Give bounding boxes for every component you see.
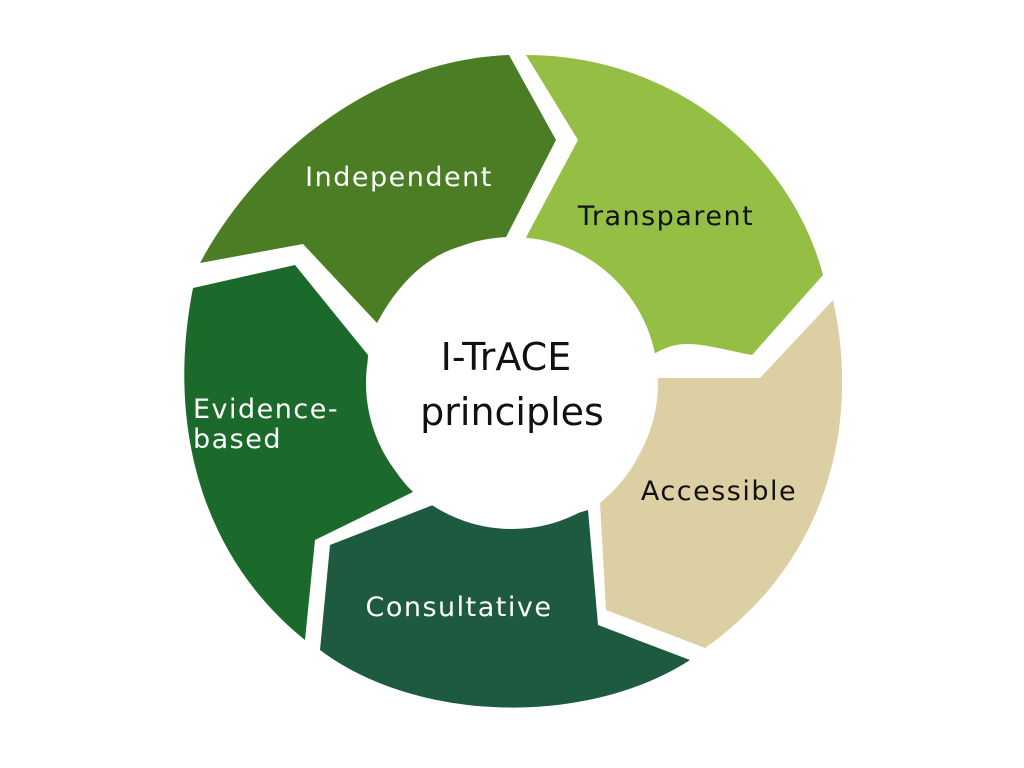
segment-transparent-shape <box>523 55 823 358</box>
segment-evidence-based: Evidence- based <box>184 265 413 640</box>
center-title: I-TrACE principles <box>420 335 604 434</box>
segment-evidence-based-label-line-1: Evidence- <box>193 394 339 425</box>
segment-evidence-based-label-line-2: based <box>193 424 282 455</box>
segment-independent-shape <box>200 55 556 323</box>
segment-independent-label-line-1: Independent <box>305 162 493 193</box>
segment-evidence-based-label: Evidence- based <box>193 394 349 455</box>
segment-accessible: Accessible <box>600 300 843 648</box>
segment-transparent-label-line-1: Transparent <box>577 201 754 232</box>
segment-evidence-based-shape <box>184 265 413 640</box>
center-title-line-2: principles <box>420 390 604 434</box>
segment-consultative-label: Consultative <box>366 592 553 623</box>
segment-accessible-shape <box>600 300 843 648</box>
segment-independent: Independent <box>200 55 556 323</box>
segment-transparent: Transparent <box>523 55 823 358</box>
segment-accessible-label: Accessible <box>641 476 797 507</box>
segment-transparent-label: Transparent <box>577 201 754 232</box>
segment-consultative-label-line-1: Consultative <box>366 592 553 623</box>
segment-consultative-shape <box>320 505 690 708</box>
segment-accessible-label-line-1: Accessible <box>641 476 797 507</box>
center-hub: I-TrACE principles <box>366 237 658 529</box>
segment-independent-label: Independent <box>305 162 493 193</box>
center-circle <box>366 237 658 529</box>
segment-consultative: Consultative <box>320 505 690 708</box>
center-title-line-1: I-TrACE <box>441 335 572 379</box>
